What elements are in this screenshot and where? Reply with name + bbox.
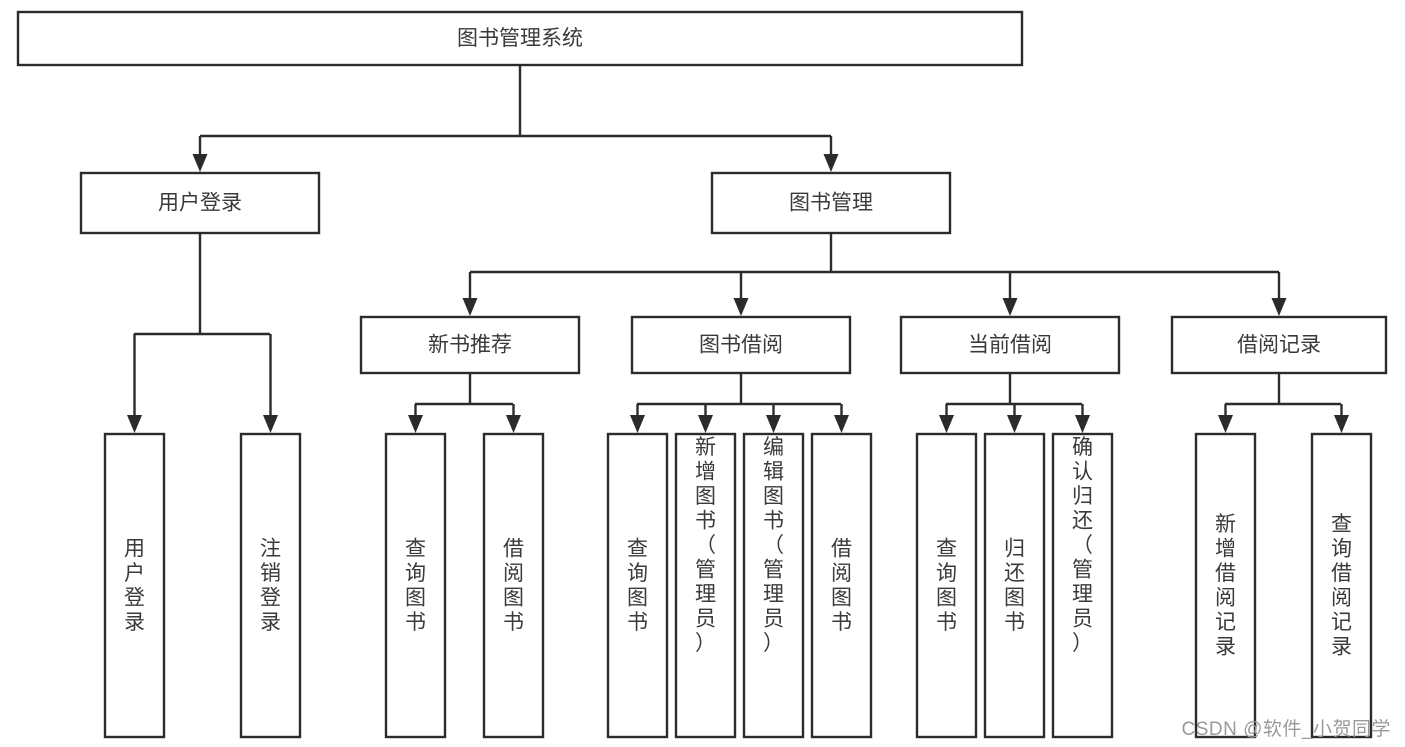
- node-leaf-query-book-borrow[interactable]: 查询图书: [606, 432, 669, 739]
- node-label-user-login: 用户登录: [158, 192, 242, 215]
- node-label-current-borrow: 当前借阅: [968, 334, 1052, 357]
- arrow-head-icon: [698, 415, 713, 433]
- node-box-leaf-add-borrow-record[interactable]: [1194, 432, 1257, 739]
- arrow-head-icon: [1075, 415, 1090, 433]
- node-current-borrow[interactable]: 当前借阅: [899, 315, 1121, 375]
- node-leaf-edit-book-admin[interactable]: 编辑图书（管理员）: [742, 432, 805, 739]
- node-label-leaf-confirm-return-admin: 确认归还（管理员）: [1072, 436, 1093, 655]
- node-label-leaf-logout: 注销登录: [260, 538, 281, 635]
- connector-recommend-to-leaves: [408, 373, 521, 433]
- node-box-leaf-logout[interactable]: [239, 432, 302, 739]
- arrow-head-icon: [1218, 415, 1233, 433]
- node-label-leaf-add-borrow-record: 新增借阅记录: [1215, 513, 1236, 659]
- arrow-head-icon: [1271, 298, 1287, 316]
- arrow-head-icon: [263, 415, 278, 433]
- node-box-current-borrow[interactable]: [899, 315, 1121, 375]
- node-leaf-confirm-return-admin[interactable]: 确认归还（管理员）: [1051, 432, 1114, 739]
- node-label-book-borrow: 图书借阅: [699, 334, 783, 357]
- node-borrow-record[interactable]: 借阅记录: [1170, 315, 1388, 375]
- arrow-head-icon: [127, 415, 142, 433]
- node-box-leaf-query-borrow-record[interactable]: [1310, 432, 1373, 739]
- node-new-book-recommend[interactable]: 新书推荐: [359, 315, 581, 375]
- node-label-leaf-add-book-admin: 新增图书（管理员）: [695, 436, 716, 655]
- connector-root-to-level1: [192, 65, 839, 172]
- connector-userlogin-to-leaves: [127, 233, 278, 433]
- arrow-head-icon: [1002, 298, 1018, 316]
- node-leaf-logout[interactable]: 注销登录: [239, 432, 302, 739]
- node-leaf-return-book[interactable]: 归还图书: [983, 432, 1046, 739]
- node-layer: 图书管理系统用户登录图书管理新书推荐图书借阅当前借阅借阅记录用户登录注销登录查询…: [16, 10, 1388, 739]
- node-user-login[interactable]: 用户登录: [79, 171, 321, 235]
- node-label-leaf-query-book-current: 查询图书: [936, 538, 957, 635]
- node-leaf-query-borrow-record[interactable]: 查询借阅记录: [1310, 432, 1373, 739]
- node-box-leaf-return-book[interactable]: [983, 432, 1046, 739]
- node-label-borrow-record: 借阅记录: [1237, 334, 1321, 357]
- connector-current-to-leaves: [939, 373, 1090, 433]
- node-box-root[interactable]: [16, 10, 1024, 67]
- arrow-head-icon: [192, 154, 208, 172]
- arrow-head-icon: [630, 415, 645, 433]
- node-leaf-add-book-admin[interactable]: 新增图书（管理员）: [674, 432, 737, 739]
- node-label-leaf-edit-book-admin: 编辑图书（管理员）: [763, 436, 784, 655]
- arrow-head-icon: [1334, 415, 1349, 433]
- arrow-head-icon: [733, 298, 749, 316]
- node-leaf-add-borrow-record[interactable]: 新增借阅记录: [1194, 432, 1257, 739]
- node-label-new-book-recommend: 新书推荐: [428, 334, 512, 357]
- arrow-head-icon: [766, 415, 781, 433]
- arrow-head-icon: [462, 298, 478, 316]
- node-leaf-query-book-recommend[interactable]: 查询图书: [384, 432, 447, 739]
- node-label-leaf-query-book-borrow: 查询图书: [627, 538, 648, 635]
- node-box-leaf-query-book-borrow[interactable]: [606, 432, 669, 739]
- connector-bookmgmt-to-level2: [462, 233, 1287, 316]
- node-box-leaf-borrow-book-recommend[interactable]: [482, 432, 545, 739]
- node-box-leaf-user-login[interactable]: [103, 432, 166, 739]
- node-book-management[interactable]: 图书管理: [710, 171, 952, 235]
- node-box-leaf-query-book-recommend[interactable]: [384, 432, 447, 739]
- node-leaf-user-login[interactable]: 用户登录: [103, 432, 166, 739]
- connector-borrow-to-leaves: [630, 373, 849, 433]
- node-box-new-book-recommend[interactable]: [359, 315, 581, 375]
- node-label-leaf-query-borrow-record: 查询借阅记录: [1331, 513, 1352, 659]
- node-box-borrow-record[interactable]: [1170, 315, 1388, 375]
- node-book-borrow[interactable]: 图书借阅: [630, 315, 852, 375]
- arrow-head-icon: [834, 415, 849, 433]
- node-box-book-borrow[interactable]: [630, 315, 852, 375]
- connector-layer: [127, 65, 1349, 433]
- node-root[interactable]: 图书管理系统: [16, 10, 1024, 67]
- node-box-leaf-add-book-admin[interactable]: [674, 432, 737, 739]
- node-label-root: 图书管理系统: [457, 27, 583, 50]
- arrow-head-icon: [506, 415, 521, 433]
- node-leaf-borrow-book[interactable]: 借阅图书: [810, 432, 873, 739]
- node-box-leaf-confirm-return-admin[interactable]: [1051, 432, 1114, 739]
- node-label-leaf-query-book-recommend: 查询图书: [405, 538, 426, 635]
- node-box-user-login[interactable]: [79, 171, 321, 235]
- node-label-leaf-borrow-book: 借阅图书: [831, 538, 852, 635]
- node-leaf-query-book-current[interactable]: 查询图书: [915, 432, 978, 739]
- node-label-leaf-borrow-book-recommend: 借阅图书: [503, 538, 524, 635]
- arrow-head-icon: [1007, 415, 1022, 433]
- node-box-leaf-edit-book-admin[interactable]: [742, 432, 805, 739]
- arrow-head-icon: [939, 415, 954, 433]
- node-box-book-management[interactable]: [710, 171, 952, 235]
- node-box-leaf-borrow-book[interactable]: [810, 432, 873, 739]
- node-label-leaf-user-login: 用户登录: [124, 538, 145, 635]
- arrow-head-icon: [408, 415, 423, 433]
- node-box-leaf-query-book-current[interactable]: [915, 432, 978, 739]
- arrow-head-icon: [823, 154, 839, 172]
- node-label-leaf-return-book: 归还图书: [1004, 538, 1025, 635]
- node-label-book-management: 图书管理: [789, 192, 873, 215]
- connector-record-to-leaves: [1218, 373, 1349, 433]
- node-leaf-borrow-book-recommend[interactable]: 借阅图书: [482, 432, 545, 739]
